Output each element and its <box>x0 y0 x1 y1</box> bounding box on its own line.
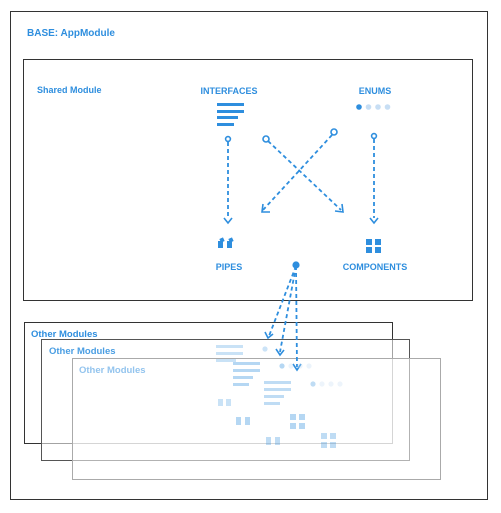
other-module-icons-3 <box>264 381 343 448</box>
enums-icon-faded-1 <box>262 346 268 352</box>
other-module-icons-1 <box>216 345 268 406</box>
other-module-title-1: Other Modules <box>31 329 98 340</box>
enums-label: ENUMS <box>358 86 392 96</box>
export-origin-dot <box>292 261 300 269</box>
enums-icon-faded-2 <box>279 363 312 369</box>
interfaces-icon <box>217 103 244 126</box>
app-module-title: BASE: AppModule <box>27 28 115 39</box>
other-module-title-2: Other Modules <box>49 346 116 357</box>
enums-icon <box>356 104 391 110</box>
grid-icon <box>366 239 381 253</box>
interfaces-icon-faded-1 <box>216 345 243 362</box>
shared-arrow-tails <box>224 128 378 143</box>
app-module-container <box>10 11 488 500</box>
grid-icon-faded-3 <box>321 433 336 448</box>
interfaces-label: INTERFACES <box>200 86 258 96</box>
export-arrows <box>268 265 298 368</box>
export-arrow-heads <box>264 331 302 372</box>
other-module-title-3: Other Modules <box>79 365 146 376</box>
components-label: COMPONENTS <box>342 262 408 272</box>
quote-icon-faded-3 <box>266 437 280 445</box>
shared-module-container <box>23 59 473 301</box>
enums-icon-faded-3 <box>310 381 343 387</box>
other-module-box-3 <box>72 358 441 480</box>
shared-module-title: Shared Module <box>37 85 102 95</box>
interfaces-icon-faded-2 <box>233 362 260 386</box>
pipes-label: PIPES <box>215 262 243 272</box>
shared-arrow-heads <box>223 203 379 225</box>
interfaces-icon-faded-3 <box>264 381 291 405</box>
shared-arrows <box>227 134 375 218</box>
other-module-icons-2 <box>233 362 312 429</box>
quote-icon-faded-2 <box>236 417 250 425</box>
quote-icon-faded-1 <box>218 399 231 406</box>
quote-icon <box>218 237 234 248</box>
grid-icon-faded-2 <box>290 414 305 429</box>
